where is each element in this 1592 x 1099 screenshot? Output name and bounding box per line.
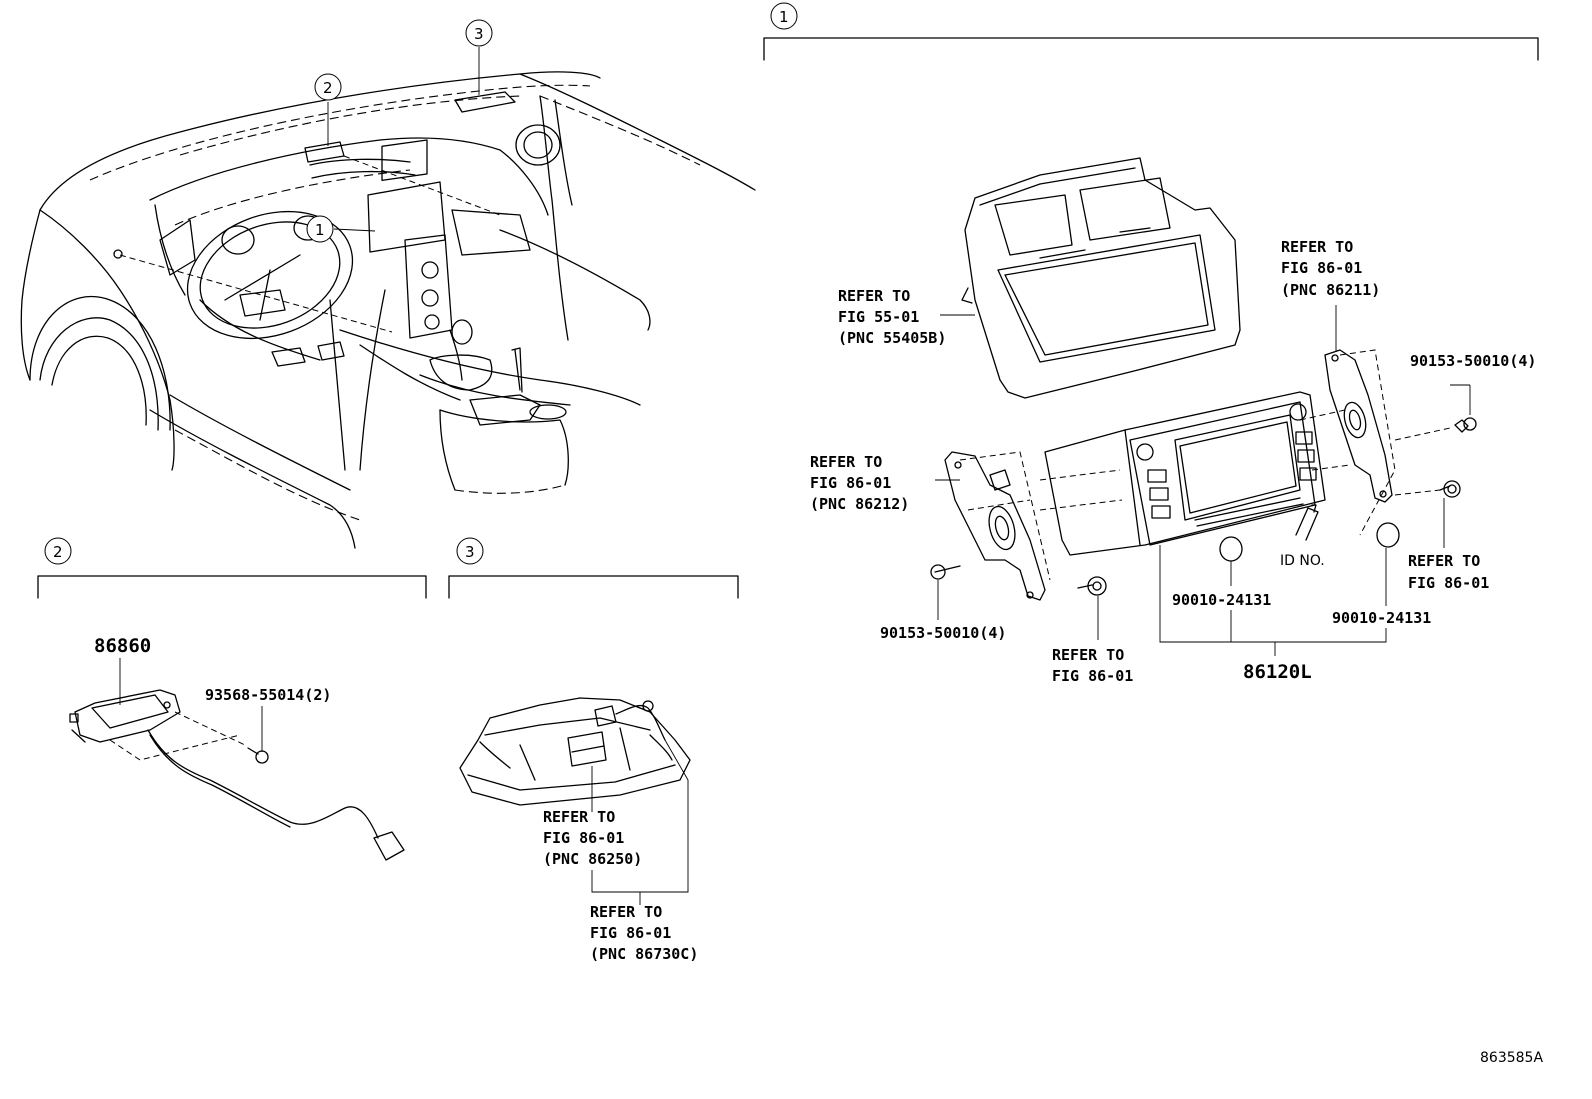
right-bracket <box>1324 349 1451 536</box>
refer-86250-line3: (PNC 86250) <box>543 850 642 868</box>
part-93568: 93568-55014(2) <box>205 686 331 704</box>
section-2: 2 86860 93568-55014(2) <box>37 537 427 861</box>
refer-86211-line1: REFER TO <box>1281 238 1353 256</box>
callout-2-car <box>314 73 342 101</box>
callout-2-car-text: 2 <box>323 79 333 97</box>
refer-bolt-mid-line1: REFER TO <box>1052 646 1124 664</box>
leaders-section-1 <box>935 305 1471 656</box>
left-bracket <box>944 451 1051 601</box>
refer-86211-line2: FIG 86-01 <box>1281 259 1362 277</box>
refer-86212-line3: (PNC 86212) <box>810 495 909 513</box>
diagram-code: 863585A <box>1480 1050 1543 1066</box>
display-unit <box>1039 391 1351 556</box>
callout-1-car-text: 1 <box>315 221 325 239</box>
refer-86730-line3: (PNC 86730C) <box>590 945 698 963</box>
refer-86212-line2: FIG 86-01 <box>810 474 891 492</box>
callout-group-car: 2 3 1 <box>306 19 493 243</box>
part-86860: 86860 <box>94 635 151 657</box>
id-no-label: ID NO. <box>1280 553 1325 569</box>
section-1-labels: REFER TO FIG 55-01 (PNC 55405B) REFER TO… <box>810 238 1536 685</box>
refer-55-line2: FIG 55-01 <box>838 308 919 326</box>
part-90010-mid: 90010-24131 <box>1172 591 1271 609</box>
section-3-label: 3 <box>465 543 475 561</box>
refer-86250-line2: FIG 86-01 <box>543 829 624 847</box>
section-1-header: 1 <box>763 2 1539 61</box>
refer-bolt-mid-line2: FIG 86-01 <box>1052 667 1133 685</box>
bezel-panel <box>961 157 1241 399</box>
refer-86212-line1: REFER TO <box>810 453 882 471</box>
refer-bolt-right-line1: REFER TO <box>1408 552 1480 570</box>
bolts <box>930 417 1477 596</box>
refer-bolt-right-line2: FIG 86-01 <box>1408 574 1489 592</box>
car-interior-illustration <box>20 71 756 549</box>
refer-86730-line1: REFER TO <box>590 903 662 921</box>
refer-55-line1: REFER TO <box>838 287 910 305</box>
callout-1-car <box>306 215 334 243</box>
section-3: 3 REFER TO FIG 86-01 (PNC 86250) REFER T… <box>448 537 739 963</box>
section-1-label: 1 <box>779 8 789 26</box>
refer-86250-line1: REFER TO <box>543 808 615 826</box>
part-86120l: 86120L <box>1243 661 1312 683</box>
refer-55-line3: (PNC 55405B) <box>838 329 946 347</box>
part-90010-right: 90010-24131 <box>1332 609 1431 627</box>
callout-3-car-text: 3 <box>474 25 484 43</box>
callout-3-car <box>465 19 493 47</box>
refer-86730-line2: FIG 86-01 <box>590 924 671 942</box>
part-90153-left: 90153-50010(4) <box>880 624 1006 642</box>
refer-86211-line3: (PNC 86211) <box>1281 281 1380 299</box>
part-90153-right: 90153-50010(4) <box>1410 352 1536 370</box>
section-2-label: 2 <box>53 543 63 561</box>
